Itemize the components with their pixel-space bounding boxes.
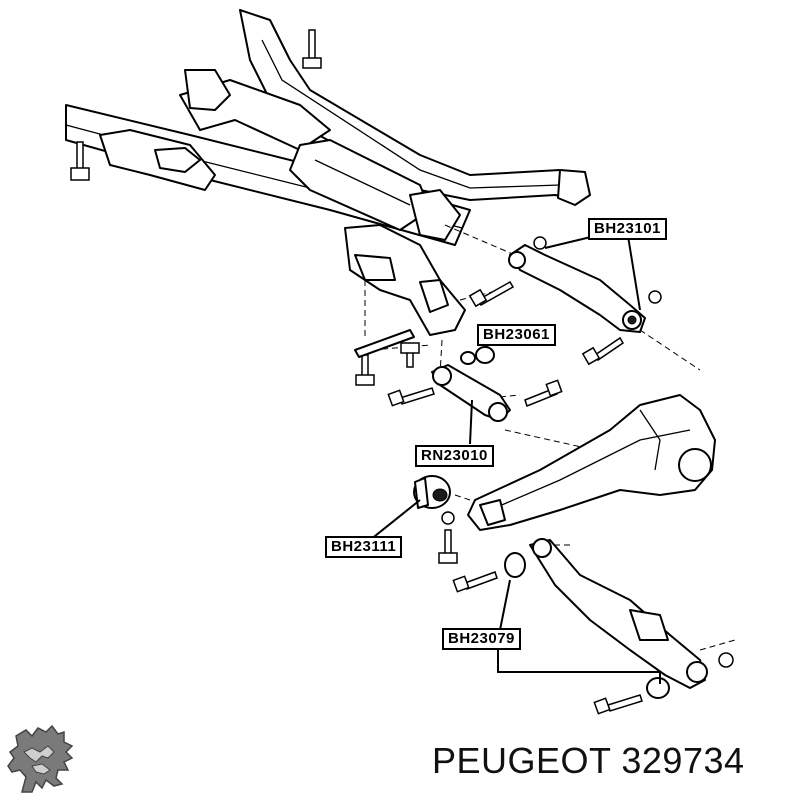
- bushings: [413, 236, 734, 699]
- bolts: [70, 29, 643, 715]
- toe-link-arm: [431, 364, 511, 422]
- part-label-bh23101: BH23101: [588, 218, 667, 240]
- lower-control-arm: [529, 538, 708, 689]
- part-label-bh23061: BH23061: [477, 324, 556, 346]
- part-label-bh23079: BH23079: [442, 628, 521, 650]
- brand-part-number-caption: PEUGEOT 329734: [432, 740, 745, 781]
- peugeot-lion-icon: [7, 724, 74, 793]
- part-label-bh23111: BH23111: [325, 536, 403, 558]
- upper-control-arm: [508, 244, 646, 333]
- trailing-arm: [467, 394, 716, 531]
- part-label-rn23010: RN23010: [415, 445, 494, 467]
- rear-subframe: [65, 9, 591, 336]
